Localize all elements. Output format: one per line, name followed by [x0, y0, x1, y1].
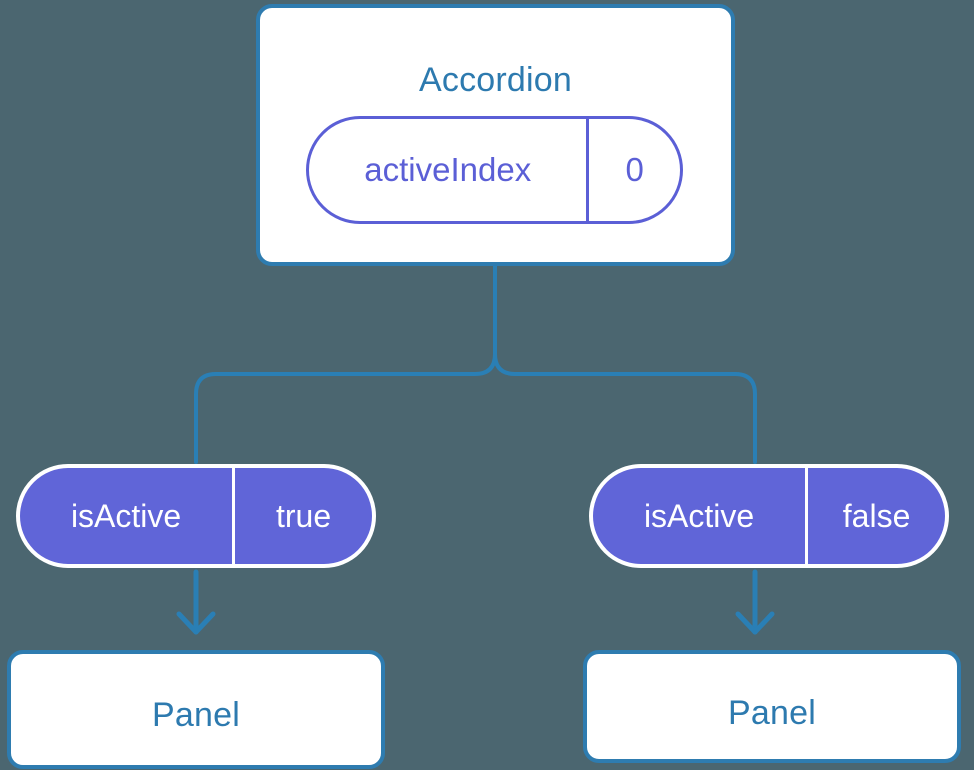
connector-root-to-left-pill — [194, 264, 497, 464]
arrowhead-right-icon — [735, 611, 775, 635]
arrowhead-left-icon — [176, 611, 216, 635]
prop-pill-is-active-left-key: isActive — [70, 497, 182, 534]
panel-node-right[interactable]: Panel — [583, 650, 961, 763]
prop-pill-is-active-left-value: true — [232, 468, 372, 564]
panel-node-right-title: Panel — [728, 694, 816, 732]
prop-pill-is-active-left[interactable]: isActive true — [16, 464, 376, 568]
connector-root-to-right-pill — [493, 264, 757, 464]
state-pill-active-index-value: 0 — [586, 119, 680, 221]
state-pill-active-index[interactable]: activeIndex 0 — [306, 116, 683, 224]
panel-node-left[interactable]: Panel — [7, 650, 385, 769]
prop-pill-is-active-right[interactable]: isActive false — [589, 464, 949, 568]
panel-node-left-title: Panel — [152, 696, 240, 734]
accordion-node-title: Accordion — [419, 61, 572, 99]
prop-pill-is-active-right-value: false — [805, 468, 945, 564]
prop-pill-is-active-right-key: isActive — [643, 497, 755, 534]
state-pill-active-index-key: activeIndex — [364, 151, 532, 188]
